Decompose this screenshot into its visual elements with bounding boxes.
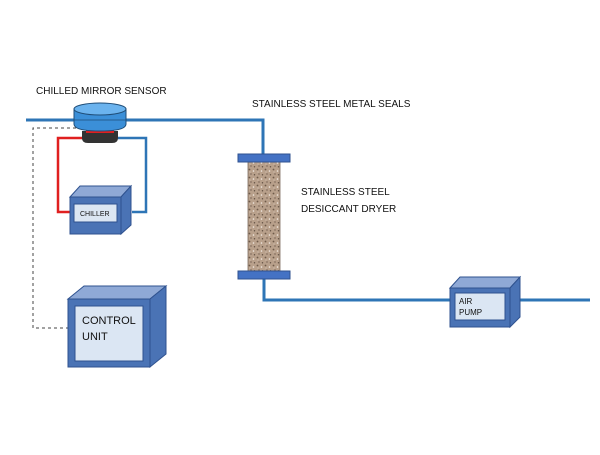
chilled-mirror-sensor-icon — [73, 102, 127, 143]
chiller-box — [68, 184, 133, 236]
dryer-label-line1: STAINLESS STEEL — [301, 187, 390, 198]
air-pump-label-line1: AIR — [459, 297, 473, 306]
seals-label: STAINLESS STEEL METAL SEALS — [252, 99, 411, 110]
control-unit-label-line1: CONTROL — [82, 315, 136, 327]
control-unit-box — [66, 284, 168, 369]
sensor-label: CHILLED MIRROR SENSOR — [36, 86, 167, 97]
control-unit-label-line2: UNIT — [82, 331, 108, 343]
dryer-label-line2: DESICCANT DRYER — [301, 204, 396, 215]
top-flange — [237, 153, 291, 163]
coolant-return-line — [118, 136, 148, 214]
bottom-flange — [237, 270, 291, 280]
air-pump-label-line2: PUMP — [459, 308, 482, 317]
coolant-hot-line — [56, 136, 83, 214]
outlet-pipe — [262, 278, 450, 302]
air-pump-box — [448, 275, 522, 329]
chiller-label: CHILLER — [80, 211, 110, 218]
signal-line — [32, 127, 76, 329]
desiccant-column-icon — [237, 153, 291, 280]
